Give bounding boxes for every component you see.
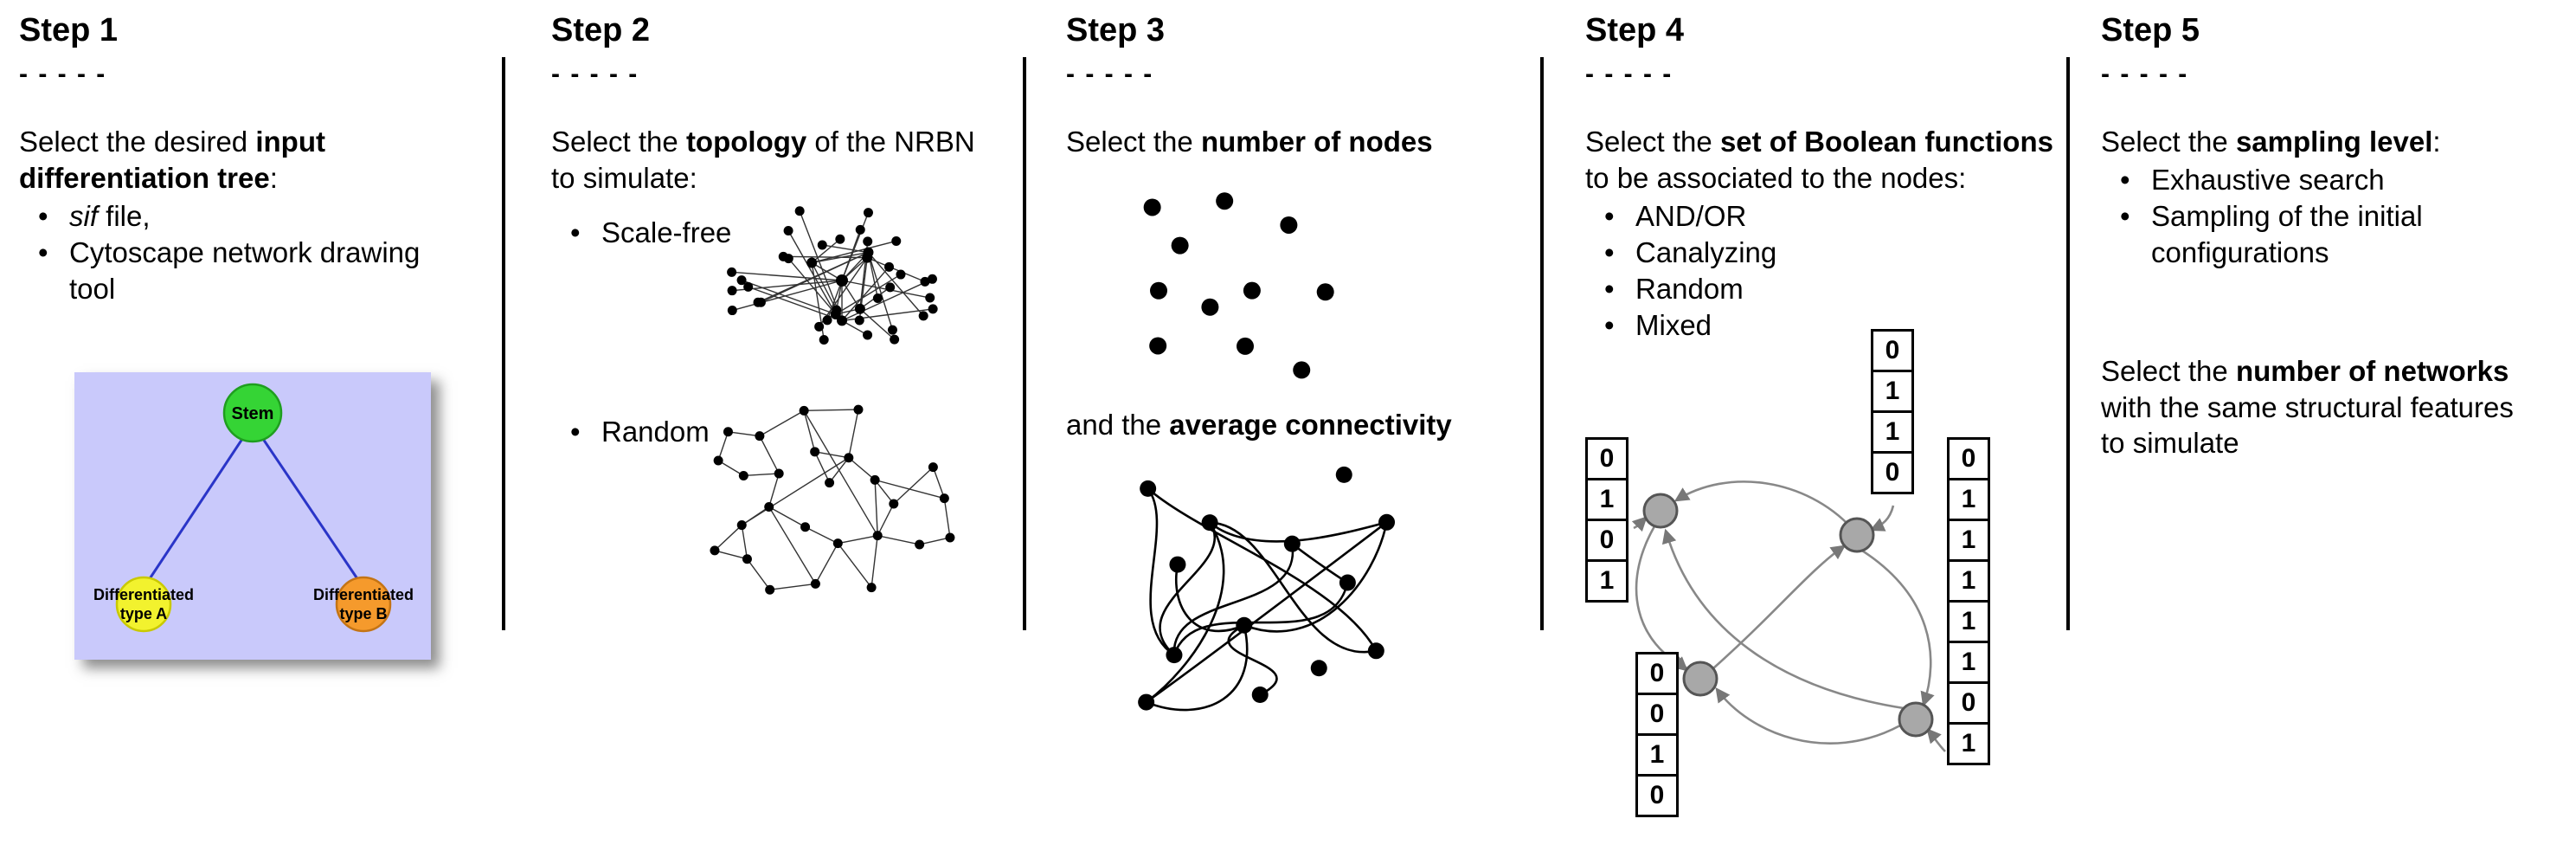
truth-table-cell: 1: [1947, 722, 1990, 765]
bullet-canalyzing: Canalyzing: [1585, 235, 2057, 271]
truth-table-bottom-left: 0 0 1 0: [1635, 652, 1679, 817]
bullet-random-functions: Random: [1585, 271, 2057, 307]
truth-table-cell: 1: [1585, 478, 1628, 521]
truth-table-cell: 0: [1585, 437, 1628, 480]
type-b-node: [335, 576, 392, 633]
truth-table-cell: 0: [1871, 451, 1914, 494]
boolean-node: [1682, 661, 1718, 697]
step2-title: Step 2: [551, 12, 651, 48]
step3-line2: and the average connectivity: [1066, 409, 1452, 441]
truth-table-left: 0 1 0 1: [1585, 437, 1628, 603]
truth-table-cell: 1: [1947, 519, 1990, 562]
boolean-node: [1839, 517, 1875, 553]
truth-table-cell: 0: [1585, 519, 1628, 562]
step5-column: Step 5 - - - - - Select the sampling lev…: [2101, 0, 2538, 851]
boolean-node: [1642, 493, 1679, 529]
step1-dashes: - - - - -: [19, 60, 107, 88]
step5-bullets: Exhaustive search Sampling of the initia…: [2101, 162, 2538, 271]
bullet-dot: •: [570, 216, 581, 248]
boolean-node: [1898, 701, 1934, 738]
type-a-node: [115, 576, 172, 633]
truth-table-cell: 0: [1871, 329, 1914, 372]
bullet-exhaustive-search: Exhaustive search: [2101, 162, 2538, 198]
step3-column: Step 3 - - - - - Select the number of no…: [1066, 0, 1538, 851]
bullet-random: •Random: [570, 414, 710, 450]
bullet-cytoscape: Cytoscape network drawing tool: [19, 235, 469, 307]
bullet-dot: •: [570, 416, 581, 448]
step4-dashes: - - - - -: [1585, 60, 1673, 88]
step5-title: Step 5: [2101, 12, 2200, 48]
step5-dashes: - - - - -: [2101, 60, 2189, 88]
step3-line1: Select the number of nodes: [1066, 126, 1433, 158]
step4-column: Step 4 - - - - - Select the set of Boole…: [1585, 0, 2057, 851]
step2-dashes: - - - - -: [551, 60, 639, 88]
tree-edge-right: [261, 438, 362, 583]
stem-node: [222, 383, 283, 443]
bullet-sif-file: sif file,: [19, 198, 469, 235]
truth-table-cell: 1: [1871, 410, 1914, 454]
tree-edge-left: [145, 438, 244, 583]
step2-column: Step 2 - - - - - Select the topology of …: [551, 0, 984, 851]
column-divider: [2066, 57, 2070, 630]
step1-column: Step 1 - - - - - Select the desired inpu…: [19, 0, 469, 851]
truth-table-right: 0 1 1 1 1 1 0 1: [1947, 437, 1990, 765]
bullet-mixed: Mixed: [1585, 307, 2057, 344]
step5-intro: Select the sampling level:: [2101, 126, 2441, 158]
step4-title: Step 4: [1585, 12, 1685, 48]
nodes-dots-graphic: [1143, 192, 1334, 379]
truth-table-cell: 0: [1947, 681, 1990, 725]
column-divider: [1023, 57, 1026, 630]
step4-intro: Select the set of Boolean functions to b…: [1585, 126, 2053, 194]
step3-dashes: - - - - -: [1066, 60, 1154, 88]
truth-table-cell: 1: [1635, 733, 1679, 777]
step4-bullets: AND/OR Canalyzing Random Mixed: [1585, 198, 2057, 344]
bullet-scale-free: •Scale-free: [570, 215, 731, 251]
truth-table-cell: 1: [1871, 370, 1914, 413]
step5-networks-paragraph: Select the number of networks with the s…: [2101, 354, 2514, 460]
truth-table-cell: 0: [1947, 437, 1990, 480]
step1-title: Step 1: [19, 12, 119, 48]
bullet-and-or: AND/OR: [1585, 198, 2057, 235]
column-divider: [502, 57, 505, 630]
step2-intro: Select the topology of the NRBN to simul…: [551, 126, 975, 194]
truth-table-cell: 1: [1585, 559, 1628, 603]
truth-table-cell: 1: [1947, 641, 1990, 684]
random-network-graphic: [710, 404, 955, 595]
stem-label: Stem: [232, 404, 274, 423]
truth-table-cell: 0: [1635, 693, 1679, 736]
truth-table-top: 0 1 1 0: [1871, 329, 1914, 494]
truth-table-cell: 1: [1947, 478, 1990, 521]
step3-title: Step 3: [1066, 12, 1166, 48]
truth-table-cell: 0: [1635, 774, 1679, 817]
truth-table-cell: 1: [1947, 600, 1990, 643]
step1-bullets: sif file, Cytoscape network drawing tool: [19, 198, 469, 307]
boolean-network-graphic: [1631, 480, 1946, 752]
step1-intro: Select the desired input differentiation…: [19, 126, 325, 194]
scale-free-network-graphic: [727, 206, 938, 345]
truth-table-cell: 1: [1947, 559, 1990, 603]
column-divider: [1540, 57, 1544, 630]
truth-table-cell: 0: [1635, 652, 1679, 695]
bullet-sampling-initial-configurations: Sampling of the initial configurations: [2101, 198, 2538, 271]
connectivity-tangle-graphic: [1138, 466, 1396, 712]
